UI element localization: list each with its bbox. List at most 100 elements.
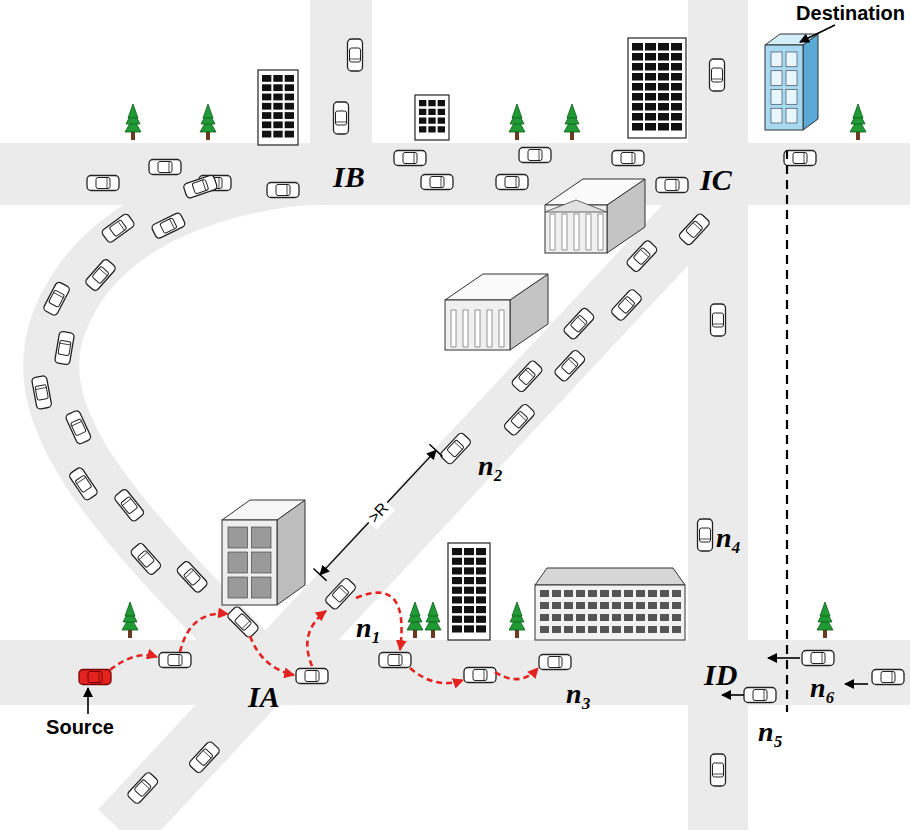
tree-crown <box>820 602 830 616</box>
building-top <box>545 179 645 205</box>
window <box>476 548 486 555</box>
window <box>588 626 597 633</box>
car-cabin <box>633 247 651 265</box>
iso-building <box>222 500 305 605</box>
window <box>540 626 549 633</box>
window <box>285 75 294 82</box>
window <box>671 103 682 111</box>
window <box>771 90 782 105</box>
window <box>671 93 682 101</box>
car <box>183 174 218 198</box>
tree-crown <box>853 104 863 118</box>
car-body <box>188 740 221 774</box>
window <box>600 626 609 633</box>
car-windshield <box>516 177 517 188</box>
building-top <box>445 274 548 300</box>
car-body <box>744 688 776 703</box>
building-top <box>765 34 818 45</box>
window <box>636 590 645 597</box>
car-body <box>711 754 726 786</box>
car <box>496 175 528 190</box>
car-body <box>784 151 816 166</box>
tree-crown <box>512 602 522 616</box>
car-windshield <box>139 552 147 559</box>
window <box>771 71 782 86</box>
window <box>452 548 462 555</box>
window <box>552 602 561 609</box>
car-windshield <box>72 421 82 426</box>
vehicle-label: n₁ <box>356 612 381 644</box>
car-body <box>348 39 363 71</box>
car-cabin <box>276 185 290 196</box>
forwarding-hop <box>307 611 326 666</box>
car-cabin <box>713 763 724 777</box>
tree-crown <box>125 602 135 616</box>
car <box>784 151 816 166</box>
car-cabin <box>137 550 155 568</box>
tree-trunk <box>431 630 435 638</box>
car-body <box>678 213 711 247</box>
car-cabin <box>753 690 767 701</box>
window <box>464 625 474 632</box>
window <box>632 73 643 81</box>
window <box>564 614 573 621</box>
car <box>101 213 136 244</box>
car-cabin <box>570 315 588 333</box>
car <box>610 288 643 322</box>
window <box>632 83 643 91</box>
window <box>645 113 656 121</box>
car-windshield <box>54 293 64 298</box>
car-body <box>711 304 726 336</box>
car-windshield <box>676 180 677 191</box>
car-cabin <box>811 653 825 664</box>
window <box>636 614 645 621</box>
car-windshield <box>764 690 765 701</box>
window <box>476 567 486 574</box>
car-body <box>553 349 586 383</box>
tree-trunk <box>128 630 132 638</box>
window <box>464 596 474 603</box>
window <box>452 596 462 603</box>
car <box>84 258 116 292</box>
forwarding-hop <box>356 593 402 650</box>
office-tower <box>448 543 490 640</box>
distance-label: >R <box>362 496 395 529</box>
window <box>540 590 549 597</box>
car-body <box>84 258 116 292</box>
car-body <box>802 651 834 666</box>
car <box>553 349 586 383</box>
window <box>419 109 426 115</box>
car-cabin <box>511 411 529 429</box>
intersection-label: ID <box>704 658 737 692</box>
car-cabin <box>121 496 138 514</box>
car-cabin <box>75 475 92 493</box>
car-windshield <box>179 655 180 666</box>
car <box>113 488 145 522</box>
car <box>503 403 536 437</box>
window <box>671 73 682 81</box>
car-cabin <box>518 367 536 385</box>
window <box>285 131 294 138</box>
car-windshield <box>713 324 724 325</box>
overlays <box>88 25 868 714</box>
road <box>120 155 750 830</box>
car-body <box>176 560 209 594</box>
column <box>574 214 579 250</box>
long-building <box>535 568 685 640</box>
car-windshield <box>399 655 400 666</box>
tree <box>122 602 138 638</box>
window <box>671 43 682 51</box>
car <box>54 331 74 365</box>
column <box>487 310 492 347</box>
car-body <box>226 605 259 638</box>
car <box>159 653 191 668</box>
car-windshield <box>484 670 485 681</box>
car-windshield <box>578 317 586 325</box>
window <box>452 625 462 632</box>
window <box>273 112 282 119</box>
intersection-label: IC <box>700 163 732 197</box>
window <box>476 587 486 594</box>
tree-trunk <box>856 132 860 140</box>
window <box>588 590 597 597</box>
window <box>632 113 643 121</box>
